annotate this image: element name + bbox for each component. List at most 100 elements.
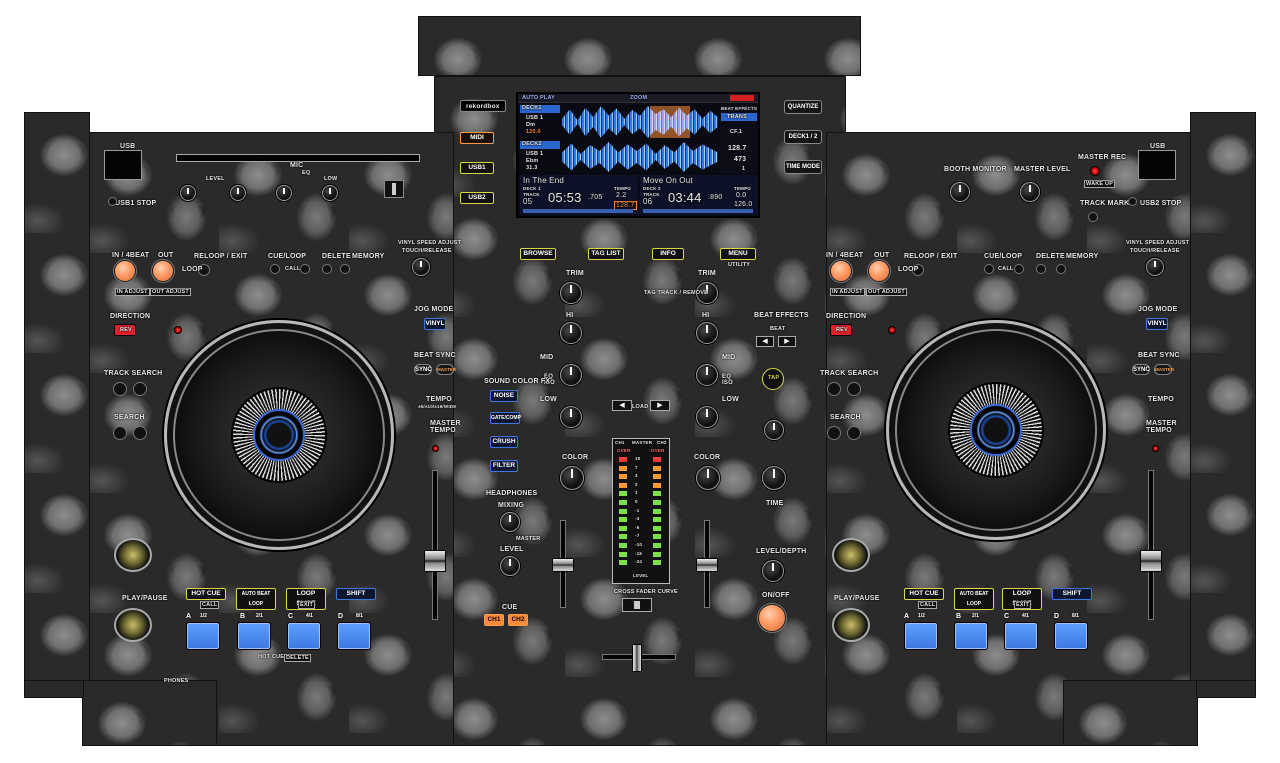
tag-list-button[interactable]: TAG LIST bbox=[588, 248, 624, 260]
left-delete-button[interactable] bbox=[322, 264, 332, 274]
left-track-search-prev[interactable] bbox=[113, 382, 127, 396]
left-auto-beat-loop-mode[interactable]: AUTO BEAT LOOP bbox=[236, 588, 276, 610]
right-pad-a[interactable] bbox=[904, 622, 938, 650]
headphones-mixing-knob[interactable] bbox=[500, 512, 520, 532]
right-usb-port[interactable] bbox=[1138, 150, 1176, 180]
fx-on-off-button[interactable] bbox=[758, 604, 786, 632]
crossfader-cap[interactable] bbox=[632, 644, 642, 672]
ch1-hi-knob[interactable] bbox=[560, 322, 582, 344]
usb2-button[interactable]: USB2 bbox=[460, 192, 494, 204]
right-tempo-slider-track[interactable] bbox=[1148, 470, 1154, 620]
browse-button[interactable]: BROWSE bbox=[520, 248, 556, 260]
left-pad-c[interactable] bbox=[287, 622, 321, 650]
ch2-mid-knob[interactable] bbox=[696, 364, 718, 386]
left-usb-port[interactable] bbox=[104, 150, 142, 180]
left-search-forward[interactable] bbox=[133, 426, 147, 440]
right-search-back[interactable] bbox=[827, 426, 841, 440]
right-jog-wheel[interactable] bbox=[886, 320, 1106, 540]
left-out-button[interactable] bbox=[152, 260, 174, 282]
left-tempo-slider-track[interactable] bbox=[432, 470, 438, 620]
right-rev-button[interactable]: REV bbox=[830, 324, 852, 336]
fx-level-depth-knob[interactable] bbox=[762, 560, 784, 582]
mic-eq-low-knob[interactable] bbox=[322, 185, 338, 201]
mic1-knob[interactable] bbox=[180, 185, 196, 201]
fx-crush-button[interactable]: CRUSH bbox=[490, 436, 518, 448]
right-pad-c[interactable] bbox=[1004, 622, 1038, 650]
mic-eq-hi-knob[interactable] bbox=[276, 185, 292, 201]
left-cue-loop-call-next[interactable] bbox=[300, 264, 310, 274]
left-jog-wheel[interactable] bbox=[164, 320, 394, 550]
deck12-button[interactable]: DECK1 / 2 bbox=[784, 130, 822, 144]
ch2-color-knob[interactable] bbox=[696, 466, 720, 490]
left-memory-button[interactable] bbox=[340, 264, 350, 274]
ch1-low-knob[interactable] bbox=[560, 406, 582, 428]
left-pad-d[interactable] bbox=[337, 622, 371, 650]
load-right-button[interactable]: ▶ bbox=[650, 400, 670, 411]
midi-button[interactable]: MIDI bbox=[460, 132, 494, 144]
ch2-hi-knob[interactable] bbox=[696, 322, 718, 344]
ch2-low-knob[interactable] bbox=[696, 406, 718, 428]
right-cue-loop-call-next[interactable] bbox=[1014, 264, 1024, 274]
fx-filter-button[interactable]: FILTER bbox=[490, 460, 518, 472]
right-pad-b[interactable] bbox=[954, 622, 988, 650]
ch1-mid-knob[interactable] bbox=[560, 364, 582, 386]
usb1-button[interactable]: USB1 bbox=[460, 162, 494, 174]
mic-level-knob[interactable] bbox=[230, 185, 246, 201]
beat-right-button[interactable]: ▶ bbox=[778, 336, 796, 347]
right-tempo-slider-cap[interactable] bbox=[1140, 550, 1162, 572]
booth-monitor-knob[interactable] bbox=[950, 182, 970, 202]
left-track-search-next[interactable] bbox=[133, 382, 147, 396]
ch1-color-knob[interactable] bbox=[560, 466, 584, 490]
info-button[interactable]: INFO bbox=[652, 248, 684, 260]
left-cue-button[interactable] bbox=[114, 538, 152, 572]
fx-gate-comp-button[interactable]: GATE/COMP bbox=[490, 412, 521, 424]
ch1-fader-cap[interactable] bbox=[552, 558, 574, 572]
right-delete-button[interactable] bbox=[1036, 264, 1046, 274]
mic-switch[interactable] bbox=[384, 180, 404, 198]
left-tempo-slider-cap[interactable] bbox=[424, 550, 446, 572]
master-level-knob[interactable] bbox=[1020, 182, 1040, 202]
master-rec-button[interactable] bbox=[1090, 166, 1100, 176]
left-vinyl-speed-knob[interactable] bbox=[412, 258, 430, 276]
right-auto-beat-loop-mode[interactable]: AUTO BEAT LOOP bbox=[954, 588, 994, 610]
beat-left-button[interactable]: ◀ bbox=[756, 336, 774, 347]
right-reloop-button[interactable] bbox=[912, 264, 924, 276]
cue-ch2-button[interactable]: CH2 bbox=[508, 614, 528, 626]
right-master-button[interactable]: MASTER bbox=[1154, 364, 1174, 375]
fx-noise-button[interactable]: NOISE bbox=[490, 390, 518, 402]
right-track-search-next[interactable] bbox=[847, 382, 861, 396]
left-pad-b[interactable] bbox=[237, 622, 271, 650]
right-cue-button[interactable] bbox=[832, 538, 870, 572]
menu-button[interactable]: MENU bbox=[720, 248, 756, 260]
deck2-waveform[interactable] bbox=[562, 142, 718, 172]
fx-time-knob[interactable] bbox=[762, 466, 786, 490]
right-memory-button[interactable] bbox=[1056, 264, 1066, 274]
left-sync-button[interactable]: SYNC bbox=[414, 364, 432, 375]
left-play-pause-button[interactable] bbox=[114, 608, 152, 642]
right-out-button[interactable] bbox=[868, 260, 890, 282]
crossfader-curve-switch[interactable] bbox=[622, 598, 652, 612]
left-master-button[interactable]: MASTER bbox=[436, 364, 456, 375]
cue-ch1-button[interactable]: CH1 bbox=[484, 614, 504, 626]
right-shift-button[interactable]: SHIFT bbox=[1052, 588, 1092, 600]
ch2-trim-knob[interactable] bbox=[696, 282, 718, 304]
left-vinyl-button[interactable]: VINYL bbox=[424, 318, 446, 330]
quantize-button[interactable]: QUANTIZE bbox=[784, 100, 822, 114]
left-rev-button[interactable]: REV bbox=[114, 324, 136, 336]
tap-button[interactable]: TAP bbox=[762, 368, 784, 390]
left-search-back[interactable] bbox=[113, 426, 127, 440]
headphones-level-knob[interactable] bbox=[500, 556, 520, 576]
right-track-search-prev[interactable] bbox=[827, 382, 841, 396]
left-usb-stop-button[interactable] bbox=[108, 197, 117, 206]
right-cue-loop-call-prev[interactable] bbox=[984, 264, 994, 274]
right-usb2-stop-button[interactable] bbox=[1128, 197, 1137, 206]
right-hot-cue-mode[interactable]: HOT CUE bbox=[904, 588, 944, 600]
fx-select-knob[interactable] bbox=[764, 420, 784, 440]
left-hot-cue-mode[interactable]: HOT CUE bbox=[186, 588, 226, 600]
track-mark-button[interactable] bbox=[1088, 212, 1098, 222]
left-shift-button[interactable]: SHIFT bbox=[336, 588, 376, 600]
right-vinyl-button[interactable]: VINYL bbox=[1146, 318, 1168, 330]
left-cue-loop-call-prev[interactable] bbox=[270, 264, 280, 274]
load-left-button[interactable]: ◀ bbox=[612, 400, 632, 411]
left-pad-a[interactable] bbox=[186, 622, 220, 650]
